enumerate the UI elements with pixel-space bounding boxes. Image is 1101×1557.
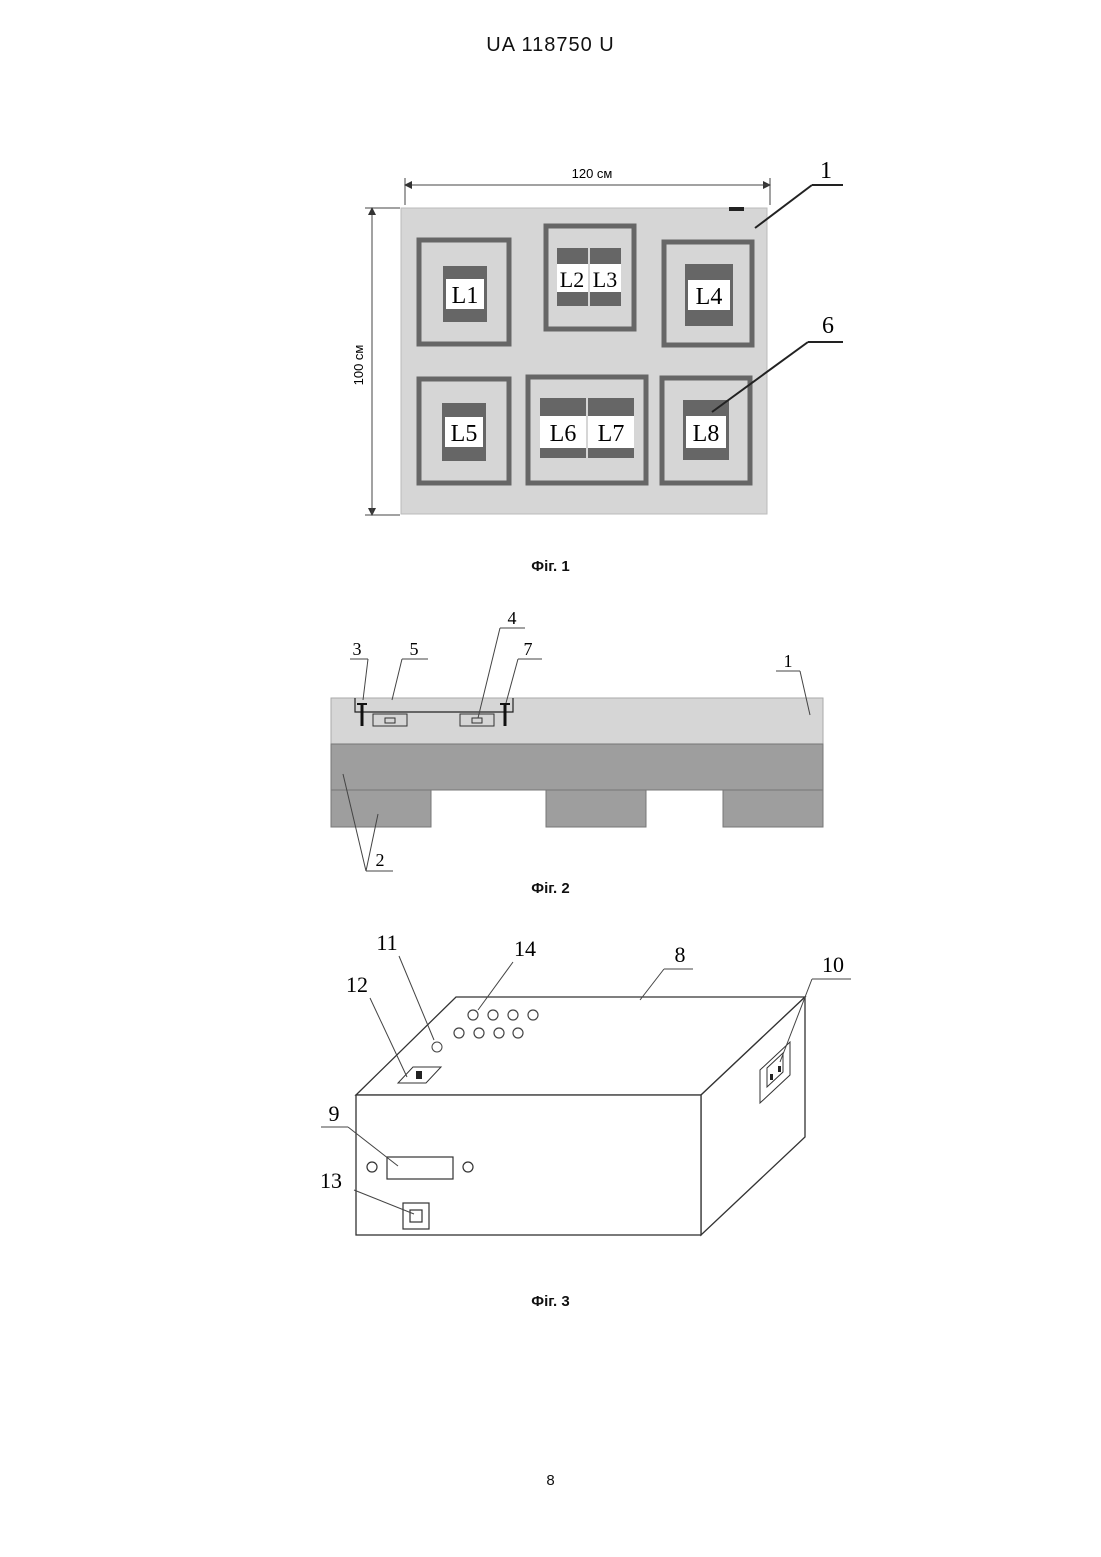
figure-3-caption: Фіг. 3 xyxy=(0,1293,1101,1310)
fig3-label-8: 8 xyxy=(640,942,693,1000)
svg-text:14: 14 xyxy=(514,936,536,961)
figure-3: 11 14 8 10 12 9 13 xyxy=(0,0,1101,1300)
svg-text:13: 13 xyxy=(320,1168,342,1193)
control-box xyxy=(356,997,805,1235)
svg-text:9: 9 xyxy=(329,1101,340,1126)
svg-text:12: 12 xyxy=(346,972,368,997)
fig3-label-11: 11 xyxy=(376,930,434,1040)
svg-text:10: 10 xyxy=(822,952,844,977)
usb-port xyxy=(403,1203,429,1229)
top-indicator xyxy=(432,1042,442,1052)
page-number: 8 xyxy=(0,1472,1101,1489)
svg-text:8: 8 xyxy=(675,942,686,967)
svg-text:11: 11 xyxy=(376,930,397,955)
